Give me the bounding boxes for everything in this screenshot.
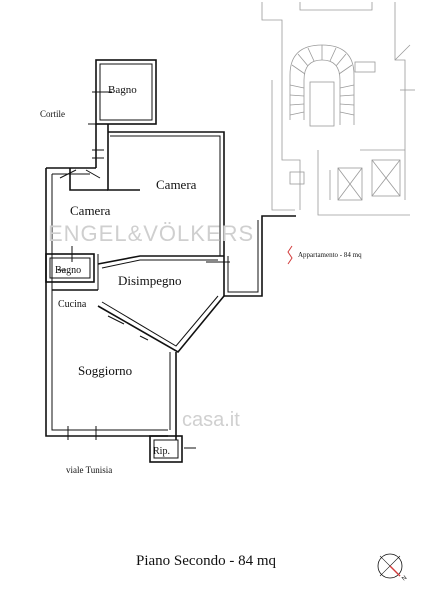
apartment-note: Appartamento - 84 mq [298, 251, 362, 259]
label-cortile: Cortile [40, 109, 65, 119]
compass-north-label: N [401, 575, 408, 582]
room-soggiorno: Soggiorno [78, 363, 132, 378]
spiral-staircase [289, 44, 355, 127]
room-camera-left: Camera [70, 203, 111, 218]
boundary-mark [287, 245, 293, 265]
room-bagno-top: Bagno [108, 84, 137, 96]
room-ripostiglio: Rip. [153, 446, 170, 457]
plan-title: Piano Secondo - 84 mq [136, 553, 276, 569]
portal-watermark: casa.it [182, 409, 240, 431]
brand-watermark: ENGEL&VÖLKERS [48, 221, 254, 246]
compass-icon: N [377, 553, 408, 582]
street-label: viale Tunisia [66, 465, 112, 475]
room-camera-right: Camera [156, 177, 197, 192]
room-cucina: Cucina [58, 299, 87, 310]
apartment-walls [45, 59, 296, 463]
room-disimpegno: Disimpegno [118, 273, 182, 288]
room-bagno-small: Bagno [55, 265, 81, 276]
neighbouring-building [261, 2, 415, 216]
lift-shafts [337, 159, 401, 201]
